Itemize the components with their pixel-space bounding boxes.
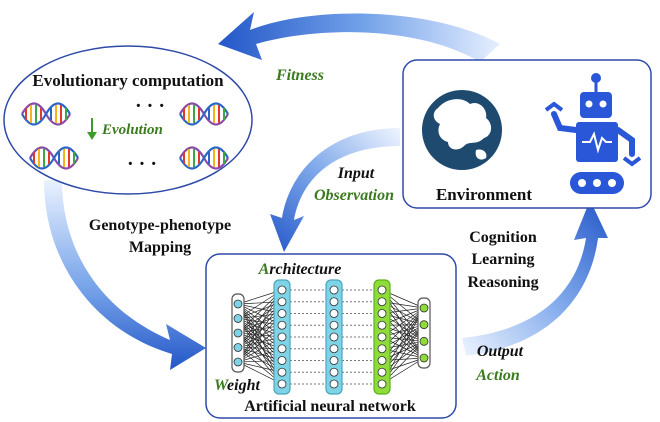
network-neuron bbox=[377, 367, 387, 377]
network-layers bbox=[231, 279, 431, 395]
network-layer bbox=[417, 297, 431, 369]
action-label: Action bbox=[475, 367, 520, 384]
network-neuron bbox=[377, 332, 387, 342]
network-neuron bbox=[277, 320, 287, 330]
network-neuron bbox=[377, 309, 387, 318]
network-neuron bbox=[377, 285, 387, 295]
network-neuron bbox=[377, 379, 387, 389]
network-neuron bbox=[329, 367, 339, 377]
evolution-panel: Evolutionary computation · · · · · · Evo… bbox=[3, 45, 253, 195]
network-neuron bbox=[419, 303, 429, 313]
evolution-dots-bottom: · · · bbox=[127, 153, 157, 175]
learning-label: Learning bbox=[471, 251, 534, 268]
mapping-label-line1: Genotype-phenotype bbox=[89, 217, 231, 234]
network-title: Artificial neural network bbox=[244, 398, 416, 415]
globe-icon bbox=[422, 90, 502, 170]
network-neuron bbox=[377, 320, 387, 330]
evolution-arrowhead-icon bbox=[87, 132, 97, 140]
evolution-title: Evolutionary computation bbox=[32, 71, 224, 90]
network-neuron bbox=[277, 332, 287, 342]
network-neuron bbox=[377, 344, 387, 354]
environment-label: Environment bbox=[436, 185, 532, 204]
input-arrow bbox=[270, 128, 400, 252]
network-neuron bbox=[329, 379, 339, 389]
output-label: Output bbox=[477, 343, 524, 360]
network-neuron bbox=[277, 297, 287, 307]
network-neuron bbox=[329, 356, 339, 365]
network-neuron bbox=[377, 297, 387, 307]
fitness-arrow bbox=[218, 12, 500, 62]
network-neuron bbox=[233, 357, 243, 367]
output-arrow bbox=[462, 200, 608, 356]
input-label: Input bbox=[337, 165, 375, 182]
network-neuron bbox=[233, 314, 243, 323]
network-neuron bbox=[233, 299, 243, 309]
evolution-step-label: Evolution bbox=[101, 122, 163, 138]
network-neuron bbox=[329, 344, 339, 354]
fitness-label: Fitness bbox=[275, 67, 324, 84]
network-neuron bbox=[277, 367, 287, 377]
mapping-label-line2: Mapping bbox=[129, 239, 191, 256]
cognition-label: Cognition bbox=[469, 229, 537, 246]
mapping-arrow bbox=[44, 180, 206, 370]
network-neuron bbox=[277, 356, 287, 365]
network-neuron bbox=[329, 332, 339, 342]
network-neuron bbox=[233, 328, 243, 338]
network-neuron bbox=[233, 343, 243, 352]
network-neuron bbox=[277, 344, 287, 354]
network-neuron bbox=[419, 336, 429, 346]
network-neuron bbox=[419, 320, 429, 330]
network-neuron bbox=[329, 285, 339, 295]
network-neuron bbox=[277, 285, 287, 295]
network-neuron bbox=[329, 309, 339, 318]
robot-icon bbox=[544, 73, 642, 194]
reasoning-label: Reasoning bbox=[467, 274, 538, 291]
evolution-dots-top: · · · bbox=[135, 95, 165, 117]
weight-label: Weight bbox=[214, 377, 260, 394]
network-panel: Architecture Weight Artificial neural ne… bbox=[205, 253, 457, 419]
architecture-label: Architecture bbox=[258, 261, 342, 278]
environment-panel: Environment bbox=[402, 59, 652, 209]
network-neuron bbox=[329, 320, 339, 330]
network-neuron bbox=[277, 379, 287, 389]
network-neuron bbox=[419, 353, 429, 363]
network-neuron bbox=[329, 297, 339, 307]
observation-label: Observation bbox=[314, 187, 394, 204]
network-neuron bbox=[277, 309, 287, 318]
network-neuron bbox=[377, 356, 387, 365]
